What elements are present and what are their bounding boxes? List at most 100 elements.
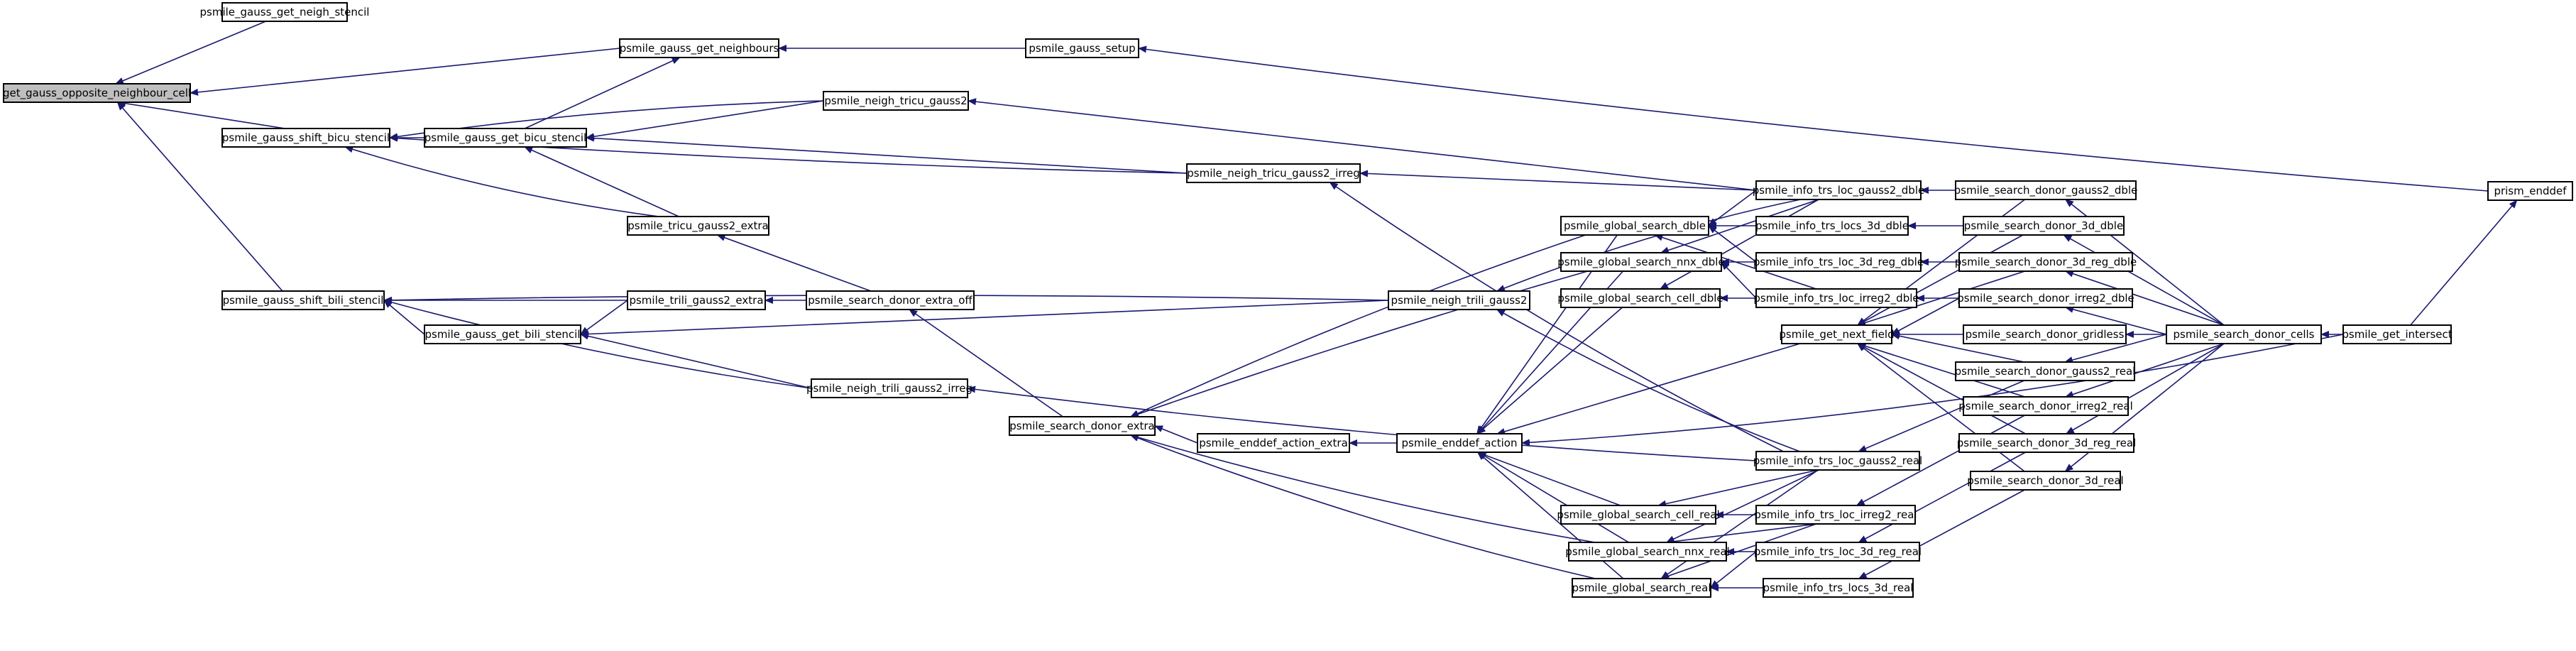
node-psmile-global-search-nnx-real[interactable]: psmile_global_search_nnx_real [1565, 542, 1730, 562]
node-box[interactable] [627, 216, 769, 236]
node-psmile-search-donor-gauss2-dble[interactable]: psmile_search_donor_gauss2_dble [1954, 180, 2138, 200]
node-box[interactable] [1963, 396, 2129, 416]
node-psmile-search-donor-3d-real[interactable]: psmile_search_donor_3d_real [1967, 471, 2124, 491]
node-box[interactable] [1955, 180, 2137, 200]
node-box[interactable] [627, 290, 766, 310]
node-psmile-gauss-get-bili-stencil[interactable]: psmile_gauss_get_bili_stencil [424, 324, 581, 344]
node-psmile-info-trs-loc-3d-reg-dble[interactable]: psmile_info_trs_loc_3d_reg_dble [1753, 252, 1924, 272]
node-psmile-info-trs-loc-irreg2-real[interactable]: psmile_info_trs_loc_irreg2_real [1754, 505, 1917, 525]
node-box[interactable] [221, 2, 348, 22]
node-label: psmile_info_trs_loc_3d_reg_real [1754, 545, 1922, 559]
node-prism-enddef[interactable]: prism_enddef [2487, 181, 2573, 201]
node-box[interactable] [806, 290, 975, 310]
node-box[interactable] [1388, 290, 1530, 310]
node-psmile-search-donor-cells[interactable]: psmile_search_donor_cells [2166, 324, 2322, 344]
node-box[interactable] [1963, 216, 2125, 236]
node-box[interactable] [1970, 471, 2121, 491]
node-box[interactable] [1572, 578, 1711, 598]
node-box[interactable] [1755, 542, 1920, 562]
node-psmile-neigh-trili-gauss2-irreg[interactable]: psmile_neigh_trili_gauss2_irreg [806, 378, 972, 398]
node-psmile-global-search-real[interactable]: psmile_global_search_real [1572, 578, 1711, 598]
node-box[interactable] [2342, 324, 2452, 344]
node-box[interactable] [1197, 433, 1350, 453]
node-psmile-search-donor-gauss2-real[interactable]: psmile_search_donor_gauss2_real [1955, 361, 2136, 381]
node-psmile-gauss-get-neighbours[interactable]: psmile_gauss_get_neighbours [619, 38, 779, 58]
node-box[interactable] [1025, 38, 1139, 58]
node-psmile-search-donor-irreg2-real[interactable]: psmile_search_donor_irreg2_real [1958, 396, 2133, 416]
node-psmile-search-donor-3d-dble[interactable]: psmile_search_donor_3d_dble [1963, 216, 2125, 236]
node-psmile-gauss-setup[interactable]: psmile_gauss_setup [1025, 38, 1139, 58]
node-psmile-neigh-tricu-gauss2[interactable]: psmile_neigh_tricu_gauss2 [823, 91, 969, 111]
node-psmile-get-intersect[interactable]: psmile_get_intersect [2342, 324, 2452, 344]
node-psmile-search-donor-3d-reg-real[interactable]: psmile_search_donor_3d_reg_real [1957, 433, 2136, 453]
node-psmile-info-trs-loc-gauss2-dble[interactable]: psmile_info_trs_loc_gauss2_dble [1753, 180, 1924, 200]
node-box[interactable] [1009, 416, 1156, 436]
node-psmile-search-donor-3d-reg-dble[interactable]: psmile_search_donor_3d_reg_dble [1955, 252, 2137, 272]
node-psmile-tricu-gauss2-extra[interactable]: psmile_tricu_gauss2_extra [627, 216, 769, 236]
node-box[interactable] [1755, 288, 1917, 308]
node-box[interactable] [3, 83, 191, 103]
node-box[interactable] [221, 128, 390, 148]
node-psmile-global-search-cell-real[interactable]: psmile_global_search_cell_real [1557, 505, 1720, 525]
node-box[interactable] [811, 378, 968, 398]
node-box[interactable] [424, 324, 581, 344]
node-box[interactable] [424, 128, 587, 148]
node-psmile-search-donor-extra[interactable]: psmile_search_donor_extra [1009, 416, 1156, 436]
node-label: psmile_gauss_setup [1029, 42, 1135, 55]
node-box[interactable] [619, 38, 779, 58]
node-box[interactable] [1958, 433, 2134, 453]
node-psmile-search-donor-extra-off[interactable]: psmile_search_donor_extra_off [806, 290, 975, 310]
call-edge-pgi-to-pe [2410, 199, 2518, 326]
call-edge-ptlg2e-to-pggbls [580, 300, 628, 335]
node-psmile-info-trs-loc-gauss2-real[interactable]: psmile_info_trs_loc_gauss2_real [1753, 451, 1922, 471]
node-psmile-info-trs-loc-3d-reg-real[interactable]: psmile_info_trs_loc_3d_reg_real [1754, 542, 1922, 562]
node-box[interactable] [221, 290, 385, 310]
node-psmile-search-donor-gridless[interactable]: psmile_search_donor_gridless [1963, 324, 2127, 344]
node-psmile-trili-gauss2-extra[interactable]: psmile_trili_gauss2_extra [627, 290, 766, 310]
node-box[interactable] [823, 91, 969, 111]
call-edge-psde-to-psdeo [909, 309, 1063, 417]
node-get-gauss-opposite-neighbour-cell[interactable]: get_gauss_opposite_neighbour_cell [3, 83, 191, 103]
node-box[interactable] [1781, 324, 1892, 344]
node-label: psmile_gauss_get_bili_stencil [424, 328, 580, 341]
node-psmile-global-search-dble[interactable]: psmile_global_search_dble [1560, 216, 1709, 236]
node-box[interactable] [1755, 180, 1922, 200]
node-psmile-gauss-get-bicu-stencil[interactable]: psmile_gauss_get_bicu_stencil [424, 128, 587, 148]
node-psmile-neigh-trili-gauss2[interactable]: psmile_neigh_trili_gauss2 [1388, 290, 1530, 310]
call-edge-pgsnr-to-psde [1129, 434, 1596, 543]
node-box[interactable] [1755, 451, 1920, 471]
node-box[interactable] [1560, 252, 1722, 272]
node-box[interactable] [1958, 288, 2133, 308]
node-psmile-search-donor-irreg2-dble[interactable]: psmile_search_donor_irreg2_dble [1957, 288, 2134, 308]
node-psmile-gauss-shift-bili-stencil[interactable]: psmile_gauss_shift_bili_stencil [221, 290, 385, 310]
node-psmile-enddef-action-extra[interactable]: psmile_enddef_action_extra [1197, 433, 1350, 453]
node-box[interactable] [2166, 324, 2322, 344]
node-box[interactable] [1955, 361, 2135, 381]
node-psmile-global-search-nnx-dble[interactable]: psmile_global_search_nnx_dble [1557, 252, 1725, 272]
node-box[interactable] [1396, 433, 1523, 453]
node-psmile-info-trs-loc-irreg2-dble[interactable]: psmile_info_trs_loc_irreg2_dble [1753, 288, 1919, 308]
node-box[interactable] [1763, 578, 1914, 598]
call-edge-pgscr-to-pea [1476, 452, 1621, 506]
node-psmile-info-trs-locs-3d-real[interactable]: psmile_info_trs_locs_3d_real [1763, 578, 1914, 598]
node-box[interactable] [1568, 542, 1727, 562]
node-psmile-neigh-tricu-gauss2-irreg[interactable]: psmile_neigh_tricu_gauss2_irreg [1186, 163, 1361, 183]
node-box[interactable] [1755, 252, 1922, 272]
node-psmile-gauss-get-neigh-stencil[interactable]: psmile_gauss_get_neigh_stencil [200, 2, 370, 22]
node-psmile-get-next-field[interactable]: psmile_get_next_field [1779, 324, 1895, 344]
node-box[interactable] [1963, 324, 2127, 344]
node-box[interactable] [1755, 505, 1916, 525]
node-box[interactable] [2487, 181, 2573, 201]
node-box[interactable] [1560, 216, 1709, 236]
node-psmile-global-search-cell-dble[interactable]: psmile_global_search_cell_dble [1557, 288, 1723, 308]
call-edge-pitlg2d-to-pnlg2 [1496, 199, 1801, 292]
node-box[interactable] [1560, 288, 1721, 308]
node-psmile-info-trs-locs-3d-dble[interactable]: psmile_info_trs_locs_3d_dble [1755, 216, 1909, 236]
node-psmile-enddef-action[interactable]: psmile_enddef_action [1396, 433, 1523, 453]
node-psmile-gauss-shift-bicu-stencil[interactable]: psmile_gauss_shift_bicu_stencil [221, 128, 390, 148]
node-box[interactable] [1560, 505, 1716, 525]
call-edge-pgi-to-pea [1521, 334, 2344, 447]
node-box[interactable] [1755, 216, 1909, 236]
node-box[interactable] [1958, 252, 2133, 272]
node-box[interactable] [1186, 163, 1361, 183]
